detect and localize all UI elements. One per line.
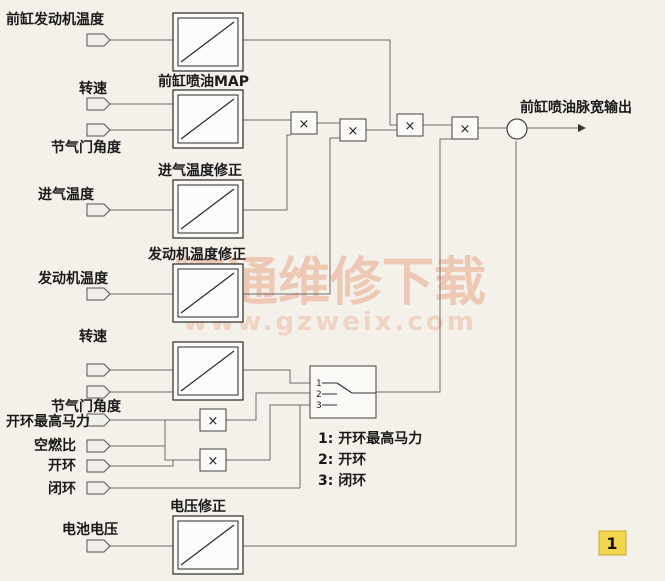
block-front-injection-map: [172, 89, 244, 149]
input-air-fuel-ratio: [86, 439, 111, 453]
input-speed-1: [86, 97, 111, 111]
label-throttle-2: 节气门角度: [51, 398, 122, 415]
multiply-symbol: ×: [405, 119, 416, 134]
switch-legend-1: 1: 开环最高马力: [318, 430, 422, 447]
switch-pos-1: 1: [316, 379, 322, 389]
multiplier-b: ×: [199, 448, 227, 472]
input-tabs: [86, 33, 111, 553]
input-intake-temp: [86, 203, 111, 217]
block-voltage-corr: [172, 515, 244, 575]
label-open-loop-max-power: 开环最高马力: [6, 413, 90, 430]
label-open-loop: 开环: [48, 458, 76, 474]
switch-pos-2: 2: [316, 390, 322, 400]
label-speed-1: 转速: [79, 80, 107, 97]
wires: [108, 39, 586, 547]
multiply-symbol: ×: [208, 414, 219, 429]
label-air-fuel-ratio: 空燃比: [34, 437, 76, 454]
mode-switch: 1 2 3: [309, 365, 377, 419]
multiplier-4: ×: [451, 116, 479, 140]
label-front-engine-temp: 前缸发动机温度: [6, 11, 105, 28]
label-speed-2: 转速: [79, 328, 107, 345]
multiply-symbol: ×: [208, 454, 219, 469]
input-speed-2: [86, 363, 111, 377]
multiplier-3: ×: [396, 113, 424, 137]
label-engine-temp: 发动机温度: [37, 270, 109, 287]
label-throttle-1: 节气门角度: [51, 139, 122, 156]
input-open-loop-max-power: [86, 413, 111, 427]
block-intake-temp-corr: [172, 179, 244, 239]
input-throttle-1: [86, 123, 111, 137]
label-engine-temp-corr: 发动机温度修正: [147, 246, 246, 263]
input-open-loop: [86, 459, 111, 473]
label-voltage-corr: 电压修正: [170, 498, 226, 515]
switch-pos-3: 3: [316, 401, 322, 411]
block-engine-temp-corr: [172, 263, 244, 323]
input-battery-voltage: [86, 539, 111, 553]
label-front-injection-map: 前缸喷油MAP: [158, 73, 249, 90]
switch-legend-3: 3: 闭环: [318, 472, 366, 489]
multiply-symbol: ×: [460, 122, 471, 137]
figure-number: 1: [606, 534, 617, 553]
figure-number-badge: 1: [598, 530, 627, 556]
multiply-symbol: ×: [299, 117, 310, 132]
label-intake-temp-corr: 进气温度修正: [158, 162, 242, 179]
summing-node: [506, 118, 528, 140]
label-closed-loop: 闭环: [48, 480, 76, 497]
block-speed-throttle-map: [172, 341, 244, 401]
multiply-symbol: ×: [348, 124, 359, 139]
switch-legend-2: 2: 开环: [318, 452, 366, 468]
input-front-engine-temp: [86, 33, 111, 47]
multiplier-a: ×: [199, 408, 227, 432]
input-throttle-2: [86, 385, 111, 399]
multiplier-1: ×: [290, 111, 318, 135]
input-closed-loop: [86, 481, 111, 495]
label-battery-voltage: 电池电压: [62, 521, 118, 538]
block-front-engine-temp: [172, 12, 244, 72]
multiplier-2: ×: [339, 118, 367, 142]
input-engine-temp: [86, 287, 111, 301]
label-output: 前缸喷油脉宽输出: [520, 99, 632, 116]
label-intake-temp: 进气温度: [38, 186, 95, 203]
